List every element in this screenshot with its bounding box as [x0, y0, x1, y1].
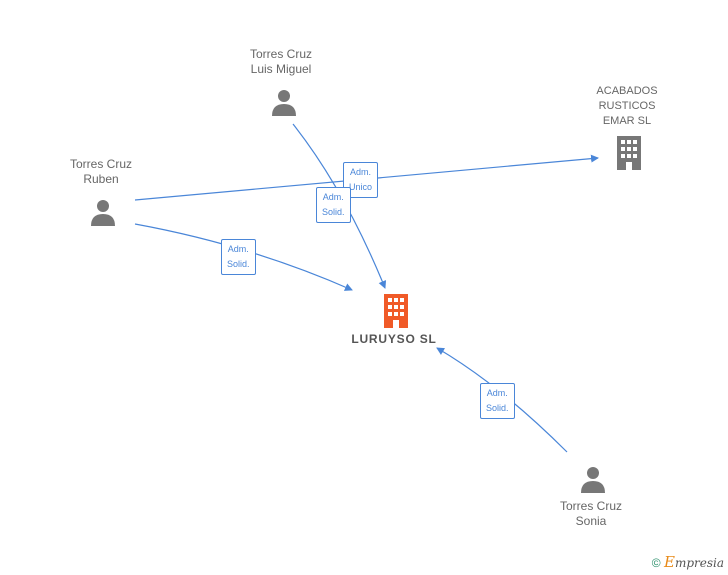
person-icon[interactable] [270, 88, 298, 116]
relation-label-ruben-acabados[interactable]: Adm. Unico [343, 162, 379, 198]
brand-watermark: © Empresia [652, 553, 724, 571]
brand-logo-letter: E [663, 553, 675, 571]
brand-name: mpresia [674, 556, 724, 570]
relation-label-sonia-luruyso[interactable]: Adm. Solid. [480, 383, 515, 419]
copyright-symbol: © [651, 556, 661, 570]
node-label-sonia: Torres Cruz Sonia [559, 499, 622, 528]
node-label-ruben: Torres Cruz Ruben [69, 157, 132, 186]
node-label-luruyso: LURUYSO SL [351, 332, 437, 346]
person-icon[interactable] [89, 198, 117, 226]
person-icon[interactable] [579, 465, 607, 493]
node-label-acabados: ACABADOS RUSTICOS EMAR SL [596, 85, 658, 127]
node-label-luis-miguel: Torres Cruz Luis Miguel [249, 47, 312, 76]
main-building-icon[interactable] [380, 294, 412, 328]
relation-label-luis-luruyso[interactable]: Adm. Solid. [316, 187, 351, 223]
building-icon[interactable] [613, 136, 645, 170]
relation-label-ruben-luruyso[interactable]: Adm. Solid. [221, 239, 256, 275]
